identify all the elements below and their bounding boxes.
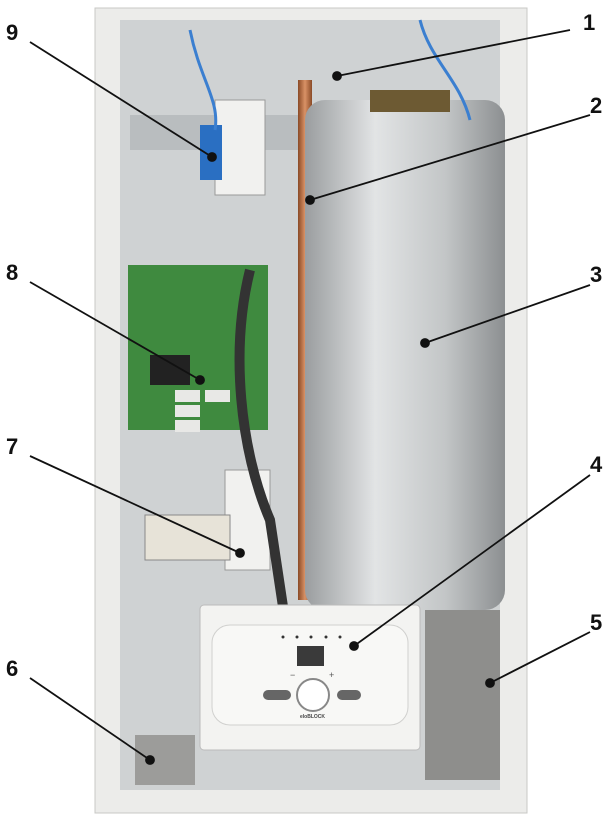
callout-6: 6 (6, 656, 19, 681)
leader-lines (29, 29, 591, 765)
heating-cylinder (305, 100, 505, 610)
ok-button (337, 690, 361, 700)
blue-wires (188, 19, 472, 131)
control-knob (296, 678, 330, 712)
cable-bundle (234, 268, 290, 621)
relay-row (175, 390, 230, 432)
callout-8: 8 (6, 260, 19, 285)
callout-1: 1 (583, 10, 596, 35)
pump-area (425, 610, 500, 780)
control-panel (199, 604, 421, 751)
callout-3: 3 (590, 262, 603, 287)
display-screen (297, 646, 324, 666)
mode-button (263, 690, 291, 700)
callout-5: 5 (590, 610, 603, 635)
minus-label: − (290, 670, 296, 680)
indicator-leds (281, 635, 342, 639)
contactor-top (214, 99, 266, 196)
bottom-left-valve (135, 735, 195, 785)
callout-9: 9 (6, 20, 19, 45)
callout-2: 2 (590, 93, 603, 118)
callout-7: 7 (6, 434, 19, 459)
terminal-block (144, 514, 231, 561)
brand-logo: eloBLOCK (300, 714, 325, 720)
plus-label: + (329, 670, 335, 680)
cylinder-cap (370, 90, 450, 112)
contactor-bottom (224, 469, 271, 571)
callout-4: 4 (590, 452, 603, 477)
